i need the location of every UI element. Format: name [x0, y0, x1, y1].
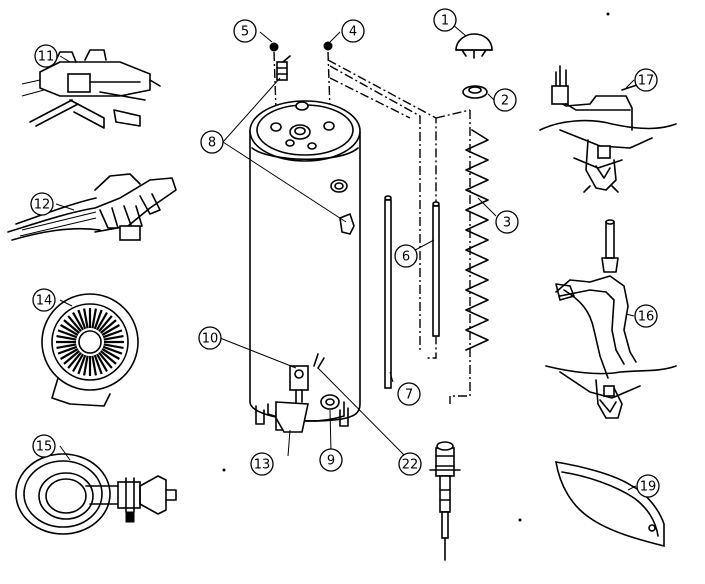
callout-number: 11 — [38, 50, 55, 65]
callout-number: 15 — [36, 440, 53, 455]
callout-number: 8 — [208, 136, 216, 151]
callout-14: 14 — [32, 288, 56, 312]
callout-10: 10 — [198, 326, 222, 350]
callout-6: 6 — [394, 244, 418, 268]
callout-8: 8 — [200, 130, 224, 154]
callout-9: 9 — [319, 448, 343, 472]
part-11-thermostat-assembly — [21, 49, 161, 129]
callout-11: 11 — [34, 44, 58, 68]
part-16-pilot-tubes — [545, 219, 677, 419]
part-1-flue-cap — [455, 33, 493, 59]
callout-number: 13 — [254, 458, 271, 473]
callout-1: 1 — [433, 8, 457, 32]
callout-15: 15 — [32, 434, 56, 458]
part-8-pipe-nipple — [276, 55, 291, 81]
callout-number: 17 — [638, 74, 655, 89]
callout-number: 10 — [202, 332, 219, 347]
callout-number: 9 — [327, 454, 335, 469]
part-15-ring-burner — [15, 453, 177, 535]
callout-17: 17 — [634, 68, 658, 92]
callout-number: 16 — [638, 310, 655, 325]
callout-number: 6 — [402, 250, 410, 265]
callout-5: 5 — [233, 19, 257, 43]
callout-13: 13 — [250, 452, 274, 476]
callout-3: 3 — [495, 210, 519, 234]
part-2-grommet — [462, 85, 488, 99]
callout-number: 5 — [241, 25, 249, 40]
water-heater-tank — [249, 100, 361, 433]
part-7-dip-tube — [384, 195, 392, 389]
callout-number: 2 — [501, 94, 509, 109]
callout-number: 1 — [441, 14, 449, 29]
callout-number: 4 — [349, 25, 357, 40]
callout-4: 4 — [341, 19, 365, 43]
piezo-igniter — [429, 441, 461, 561]
part-6-anode-rod — [432, 201, 440, 337]
callout-19: 19 — [636, 474, 660, 498]
part-5-fitting — [269, 42, 279, 52]
callout-2: 2 — [493, 88, 517, 112]
callout-22: 22 — [398, 452, 422, 476]
part-12-burner-tubes — [7, 173, 177, 241]
callout-number: 7 — [405, 388, 413, 403]
callout-12: 12 — [30, 192, 54, 216]
part-17-pilot-assembly — [539, 65, 677, 193]
part-14-burner — [41, 293, 139, 407]
callout-number: 22 — [402, 458, 419, 473]
callout-7: 7 — [397, 382, 421, 406]
callout-number: 12 — [34, 198, 51, 213]
part-19-shield-plate — [555, 461, 665, 548]
callout-number: 19 — [640, 480, 657, 495]
callout-16: 16 — [634, 304, 658, 328]
callout-number: 3 — [503, 216, 511, 231]
part-3-flue-baffle — [465, 129, 489, 351]
part-4-fitting — [323, 41, 333, 51]
callout-number: 14 — [36, 294, 53, 309]
